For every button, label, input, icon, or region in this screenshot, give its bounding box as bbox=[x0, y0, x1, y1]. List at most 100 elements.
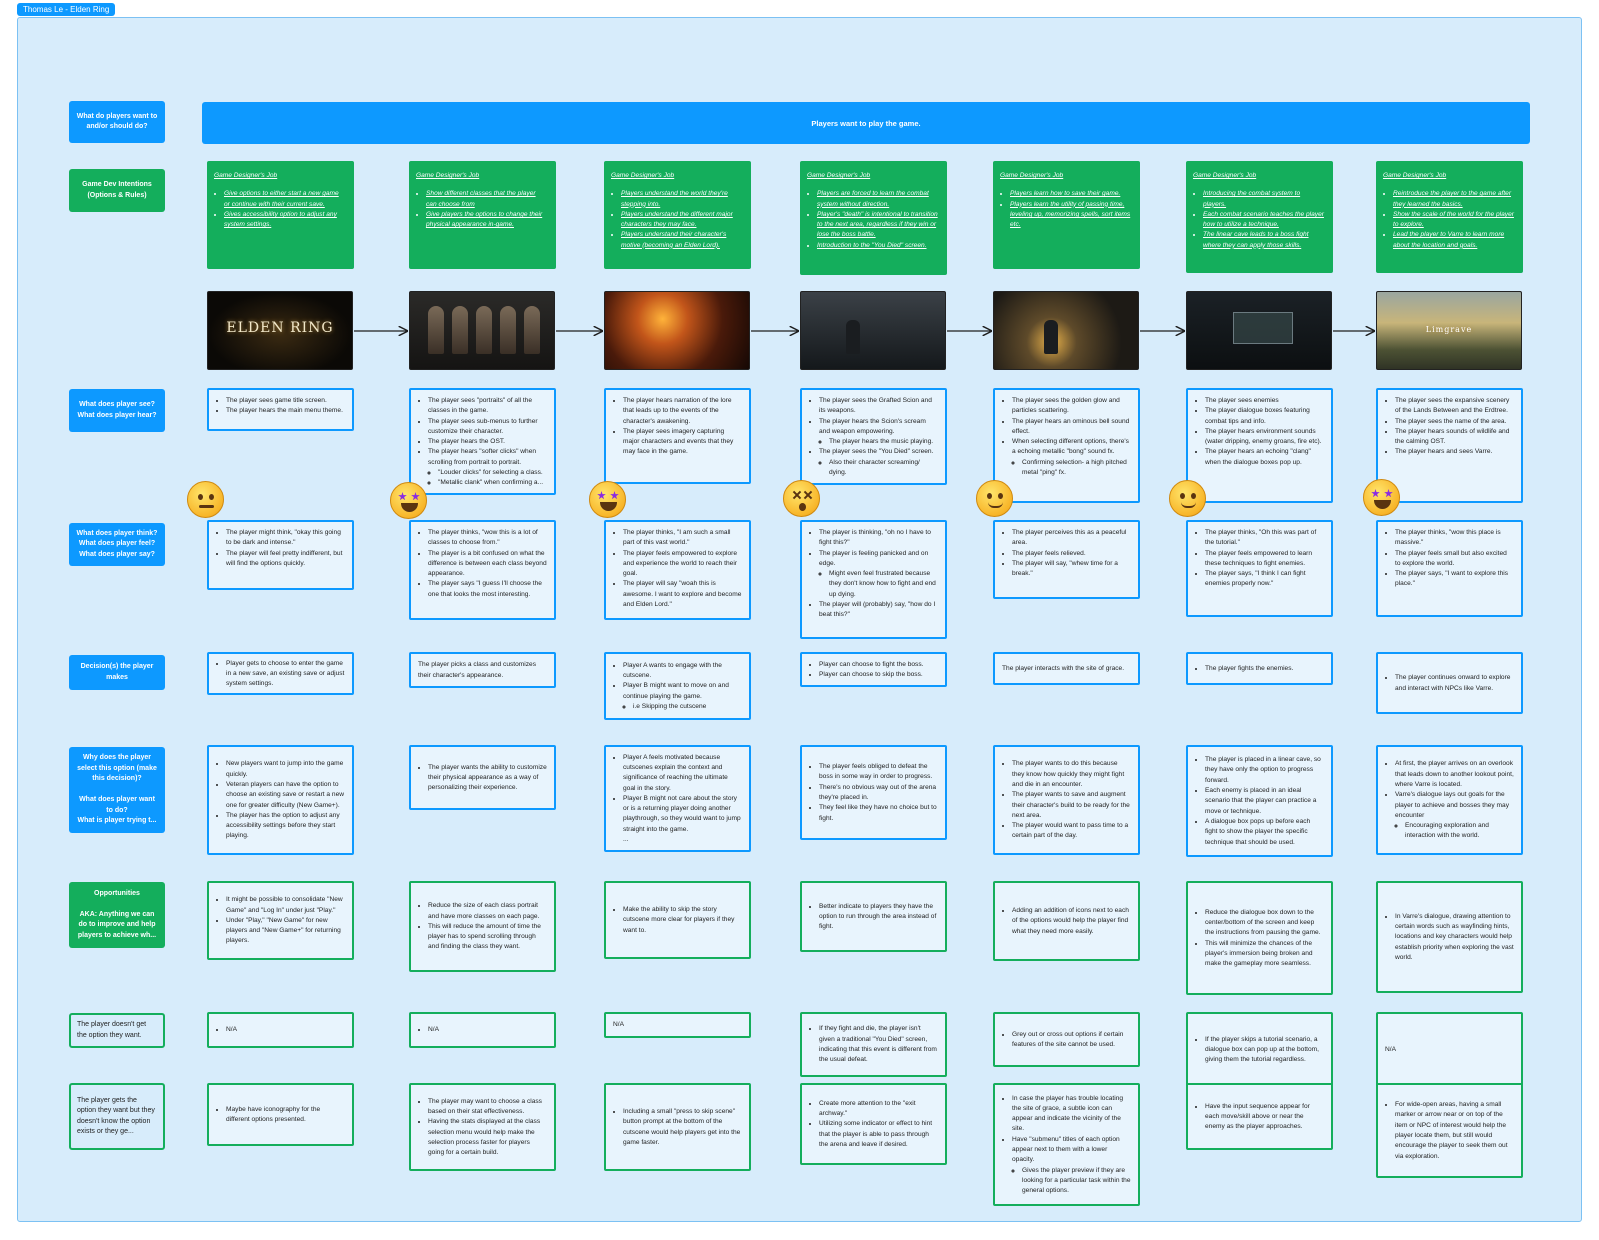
why-card[interactable]: The player wants to do this because they… bbox=[993, 745, 1140, 855]
neutral-face-icon bbox=[187, 481, 224, 518]
no-option-card[interactable]: If the player skips a tutorial scenario,… bbox=[1186, 1012, 1333, 1087]
why-card[interactable]: The player feels obliged to defeat the b… bbox=[800, 745, 947, 840]
emoji-face bbox=[589, 481, 626, 518]
see-hear-card[interactable]: The player sees "portraits" of all the c… bbox=[409, 388, 556, 495]
list-item: Players understand their character's mot… bbox=[621, 230, 743, 251]
opportunity-card[interactable]: Reduce the size of each class portrait a… bbox=[409, 881, 556, 972]
face-feature bbox=[401, 503, 418, 512]
bullet-list: At first, the player arrives on an overl… bbox=[1385, 759, 1514, 841]
class-portrait bbox=[476, 306, 492, 354]
opportunity-card[interactable]: Reduce the dialogue box down to the cent… bbox=[1186, 881, 1333, 995]
think-feel-say-card[interactable]: The player is thinking, "oh no I have to… bbox=[800, 520, 947, 639]
list-item: The player hears the Scion's scream and … bbox=[819, 417, 938, 438]
decision-card[interactable]: The player picks a class and customizes … bbox=[409, 652, 556, 688]
think-feel-say-card[interactable]: The player thinks, "I am such a small pa… bbox=[604, 520, 751, 620]
decision-card[interactable]: The player fights the enemies. bbox=[1186, 652, 1333, 685]
game-designer-intent-card[interactable]: Game Designer's JobPlayers understand th… bbox=[604, 161, 751, 269]
unknown-option-card[interactable]: Have the input sequence appear for each … bbox=[1186, 1083, 1333, 1150]
unknown-option-card[interactable]: For wide-open areas, having a small mark… bbox=[1376, 1083, 1523, 1178]
think-feel-say-card[interactable]: The player might think, "okay this going… bbox=[207, 520, 354, 590]
see-hear-card[interactable]: The player sees game title screen.The pl… bbox=[207, 388, 354, 431]
no-option-card[interactable]: N/A bbox=[604, 1012, 751, 1038]
row-label-think: What does player think? What does player… bbox=[69, 523, 165, 566]
intent-title: Game Designer's Job bbox=[1000, 172, 1064, 179]
bullet-list: Players understand the world they're ste… bbox=[611, 189, 743, 251]
see-hear-card[interactable]: The player sees enemiesThe player dialog… bbox=[1186, 388, 1333, 503]
bullet-list: The player may want to choose a class ba… bbox=[418, 1097, 547, 1159]
unknown-option-card[interactable]: The player may want to choose a class ba… bbox=[409, 1083, 556, 1171]
think-feel-say-card[interactable]: The player thinks, "wow this place is ma… bbox=[1376, 520, 1523, 617]
bullet-list: Reduce the dialogue box down to the cent… bbox=[1195, 908, 1324, 970]
why-card[interactable]: Player A feels motivated because cutscen… bbox=[604, 745, 751, 852]
why-card[interactable]: The player is placed in a linear cave, s… bbox=[1186, 745, 1333, 857]
no-option-card[interactable]: If they fight and die, the player isn't … bbox=[800, 1012, 947, 1077]
bullet-list: Player can choose to fight the boss.Play… bbox=[809, 660, 923, 681]
game-designer-intent-card[interactable]: Game Designer's JobReintroduce the playe… bbox=[1376, 161, 1523, 273]
opportunity-card[interactable]: It might be possible to consolidate "New… bbox=[207, 881, 354, 960]
unknown-option-card[interactable]: Including a small "press to skip scene" … bbox=[604, 1083, 751, 1171]
think-feel-say-card[interactable]: The player thinks, "Oh this was part of … bbox=[1186, 520, 1333, 617]
list-item: Player A feels motivated because cutscen… bbox=[623, 753, 742, 794]
unknown-option-card[interactable]: In case the player has trouble locating … bbox=[993, 1083, 1140, 1206]
class-portrait bbox=[452, 306, 468, 354]
unknown-option-card[interactable]: Create more attention to the "exit archw… bbox=[800, 1083, 947, 1165]
list-item: The player hears narration of the lore t… bbox=[623, 396, 742, 427]
list-item: Gives accessibility option to adjust any… bbox=[224, 210, 346, 231]
decision-card[interactable]: Player gets to choose to enter the game … bbox=[207, 652, 354, 695]
bullet-list: The player sees "portraits" of all the c… bbox=[418, 396, 547, 489]
think-feel-say-card[interactable]: The player thinks, "wow this is a lot of… bbox=[409, 520, 556, 620]
list-item: The player sees imagery capturing major … bbox=[623, 427, 742, 458]
bullet-list: The player thinks, "wow this is a lot of… bbox=[418, 528, 547, 600]
site-of-grace-image bbox=[993, 291, 1139, 370]
decision-card[interactable]: The player interacts with the site of gr… bbox=[993, 652, 1140, 685]
row-label-opportunities: Opportunities AKA: Anything we can do to… bbox=[69, 882, 165, 948]
game-designer-intent-card[interactable]: Game Designer's JobIntroducing the comba… bbox=[1186, 161, 1333, 273]
emoji-face bbox=[1363, 479, 1400, 516]
no-option-card[interactable]: N/A bbox=[207, 1012, 354, 1048]
face-feature bbox=[987, 493, 992, 499]
why-card[interactable]: The player wants the ability to customiz… bbox=[409, 745, 556, 810]
star-struck-icon bbox=[1363, 479, 1400, 516]
face-feature bbox=[1371, 489, 1380, 498]
no-option-card[interactable]: N/A bbox=[409, 1012, 556, 1048]
opportunity-card[interactable]: Better indicate to players they have the… bbox=[800, 881, 947, 952]
game-designer-intent-card[interactable]: Game Designer's JobGive options to eithe… bbox=[207, 161, 354, 269]
unknown-option-card[interactable]: Maybe have iconography for the different… bbox=[207, 1083, 354, 1146]
list-item: Each enemy is placed in an ideal scenari… bbox=[1205, 786, 1324, 817]
see-hear-card[interactable]: The player sees the Grafted Scion and it… bbox=[800, 388, 947, 485]
face-feature bbox=[411, 492, 420, 501]
list-item: The player wants to do this because they… bbox=[1012, 759, 1131, 790]
frame-title-tag[interactable]: Thomas Le - Elden Ring bbox=[17, 3, 116, 16]
bullet-list: If the player skips a tutorial scenario,… bbox=[1195, 1035, 1324, 1066]
list-item: Players learn the utility of passing tim… bbox=[1010, 200, 1132, 231]
opportunity-card[interactable]: In Varre's dialogue, drawing attention t… bbox=[1376, 881, 1523, 993]
bullet-list: Show different classes that the player c… bbox=[416, 189, 548, 230]
list-item: "Metallic clank" when confirming a... bbox=[438, 478, 547, 488]
game-designer-intent-card[interactable]: Game Designer's JobPlayers learn how to … bbox=[993, 161, 1140, 269]
face-feature bbox=[198, 494, 203, 500]
bullet-list: The player sees game title screen.The pl… bbox=[216, 396, 345, 417]
no-option-card[interactable]: N/A bbox=[1376, 1012, 1523, 1087]
why-card[interactable]: New players want to jump into the game q… bbox=[207, 745, 354, 855]
list-item: This will reduce the amount of time the … bbox=[428, 922, 547, 953]
list-item: In Varre's dialogue, drawing attention t… bbox=[1395, 912, 1514, 963]
why-card[interactable]: At first, the player arrives on an overl… bbox=[1376, 745, 1523, 855]
list-item: "Louder clicks" for selecting a class. bbox=[438, 468, 547, 478]
opportunity-card[interactable]: Adding an addition of icons next to each… bbox=[993, 881, 1140, 961]
see-hear-card[interactable]: The player sees the expansive scenery of… bbox=[1376, 388, 1523, 503]
game-designer-intent-card[interactable]: Game Designer's JobShow different classe… bbox=[409, 161, 556, 269]
think-feel-say-card[interactable]: The player perceives this as a peaceful … bbox=[993, 520, 1140, 599]
face-feature bbox=[1374, 500, 1391, 509]
list-item: If the player skips a tutorial scenario,… bbox=[1205, 1035, 1324, 1066]
see-hear-card[interactable]: The player sees the golden glow and part… bbox=[993, 388, 1140, 503]
see-hear-card[interactable]: The player hears narration of the lore t… bbox=[604, 388, 751, 484]
list-item: The player hears the OST. bbox=[428, 437, 547, 447]
decision-card[interactable]: Player can choose to fight the boss.Play… bbox=[800, 652, 947, 687]
opportunity-card[interactable]: Make the ability to skip the story cutsc… bbox=[604, 881, 751, 959]
list-item: The player will say, "whew time for a br… bbox=[1012, 559, 1131, 580]
decision-card[interactable]: Player A wants to engage with the cutsce… bbox=[604, 652, 751, 720]
game-designer-intent-card[interactable]: Game Designer's JobPlayers are forced to… bbox=[800, 161, 947, 275]
no-option-card[interactable]: Grey out or cross out options if certain… bbox=[993, 1012, 1140, 1067]
decision-card[interactable]: The player continues onward to explore a… bbox=[1376, 652, 1523, 714]
list-item: N/A bbox=[226, 1025, 237, 1035]
